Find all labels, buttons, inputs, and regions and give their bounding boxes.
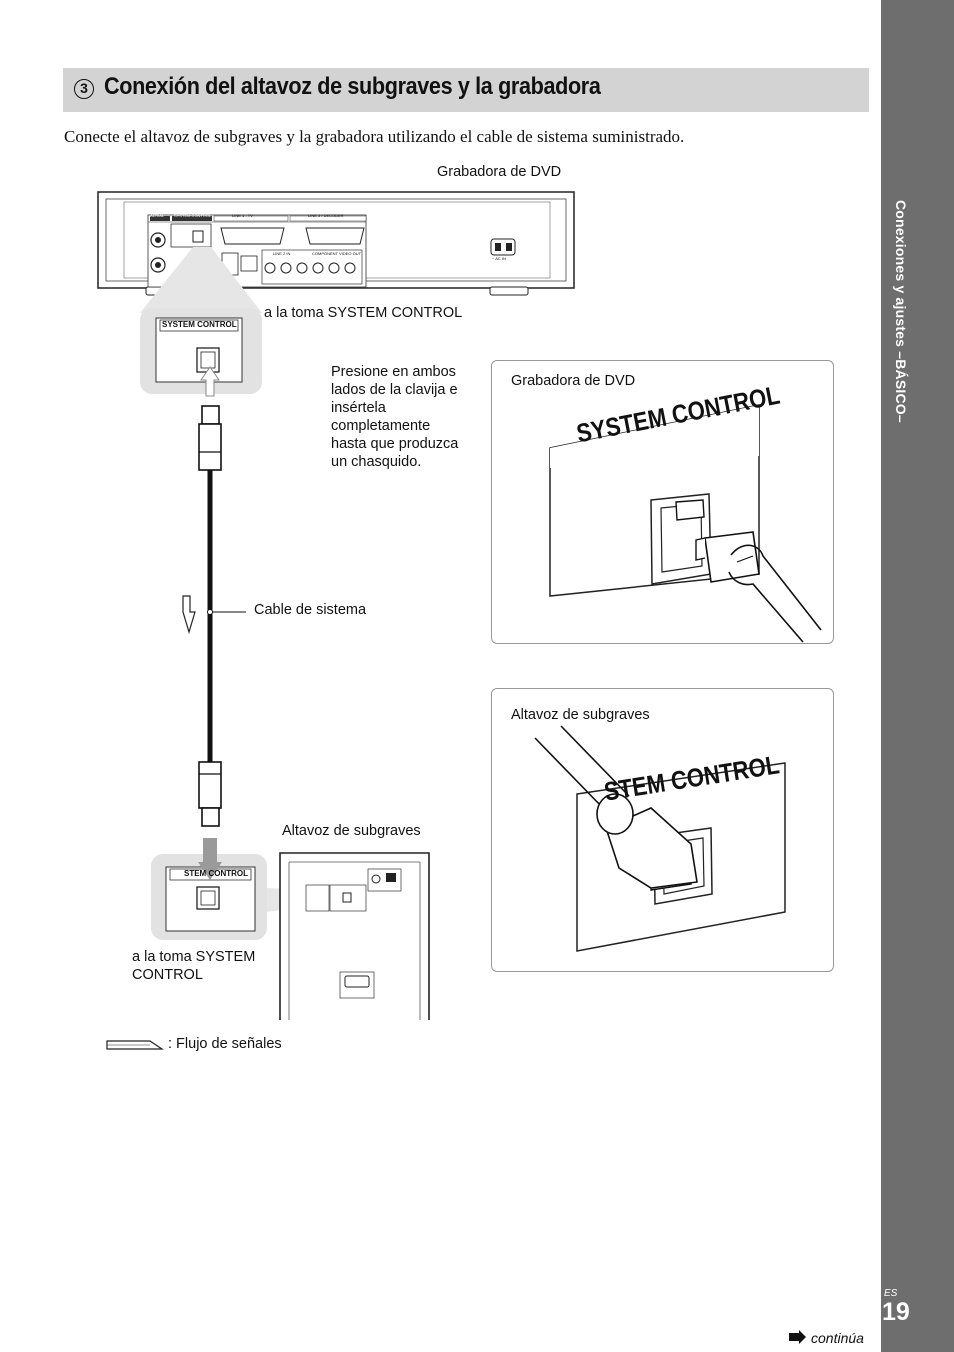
top-jack-callout	[140, 247, 262, 394]
section-title-bar	[63, 68, 869, 112]
recorder-label: Grabadora de DVD	[437, 164, 562, 180]
panel-aerial: AERIAL	[150, 213, 165, 218]
language-code: ES	[884, 1288, 898, 1299]
intro-paragraph: Conecte el altavoz de subgraves y la gra…	[64, 127, 685, 146]
panel-ac-in: ~ AC IN	[492, 256, 506, 261]
panel-line1: LINE 1 - TV	[232, 213, 253, 218]
signal-flow-arrow	[182, 595, 196, 635]
signal-flow-legend: : Flujo de señales	[168, 1036, 282, 1052]
press-instruction: Presione en ambos lados de la clavija e …	[331, 364, 459, 470]
detail-recorder-label: Grabadora de DVD	[511, 373, 636, 389]
continues-label: continúa	[811, 1330, 864, 1346]
cable-label: Cable de sistema	[254, 602, 367, 618]
bottom-jack-print: STEM CONTROL	[184, 869, 248, 878]
detail-box-recorder: Grabadora de DVD SYSTEM CONTROL	[491, 360, 834, 644]
top-jack-print: SYSTEM CONTROL	[162, 320, 237, 329]
detail-box-subwoofer: Altavoz de subgraves STEM CONTROL	[491, 688, 834, 972]
panel-line2: LINE 2 IN	[273, 251, 291, 256]
detail-subwoofer-label: Altavoz de subgraves	[511, 707, 650, 723]
top-plug	[198, 366, 222, 471]
sidebar-tab	[881, 0, 954, 1352]
jack-label-bottom: a la toma SYSTEM CONTROL	[132, 949, 256, 983]
panel-component: COMPONENT VIDEO OUT	[312, 251, 362, 256]
panel-system-control: SYSTEM CONTROL	[174, 213, 212, 218]
subwoofer-label: Altavoz de subgraves	[282, 823, 421, 839]
continue-arrow-icon	[789, 1330, 806, 1344]
step-number-badge: 3	[74, 79, 94, 99]
section-title: Conexión del altavoz de subgraves y la g…	[104, 73, 601, 100]
page-number: 19	[882, 1298, 910, 1326]
subwoofer-rear	[279, 852, 430, 1020]
bottom-plug	[198, 761, 222, 827]
panel-line3: LINE 3 / DECODER	[308, 213, 344, 218]
bottom-jack-callout	[151, 838, 338, 940]
jack-label-top: a la toma SYSTEM CONTROL	[264, 305, 463, 321]
